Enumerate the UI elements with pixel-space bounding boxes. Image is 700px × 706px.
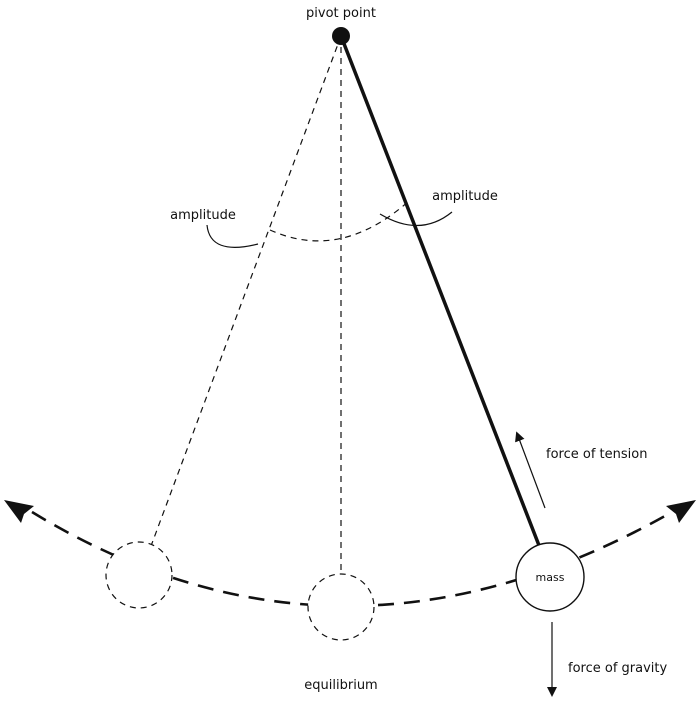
pivot-point <box>332 27 350 45</box>
mass-bob <box>515 542 585 612</box>
pivot-point-label: pivot point <box>306 6 376 21</box>
left-position-bob <box>105 541 173 609</box>
swing-arrowhead-left <box>4 500 34 523</box>
mass-label: mass <box>536 571 565 584</box>
tension-label: force of tension <box>546 447 647 462</box>
tension-arrow <box>515 431 546 509</box>
amplitude-pointer-left <box>206 224 259 248</box>
amplitude-pointer-right <box>379 211 453 227</box>
equilibrium-bob <box>307 573 375 641</box>
amplitude-label-left: amplitude <box>170 208 236 223</box>
left-position-string <box>150 35 342 547</box>
amplitude-arc <box>269 199 411 242</box>
swing-arrowhead-right <box>666 500 696 523</box>
amplitude-label-right: amplitude <box>432 189 498 204</box>
pendulum-string <box>339 35 542 549</box>
equilibrium-label: equilibrium <box>304 678 377 693</box>
gravity-label: force of gravity <box>568 661 667 676</box>
